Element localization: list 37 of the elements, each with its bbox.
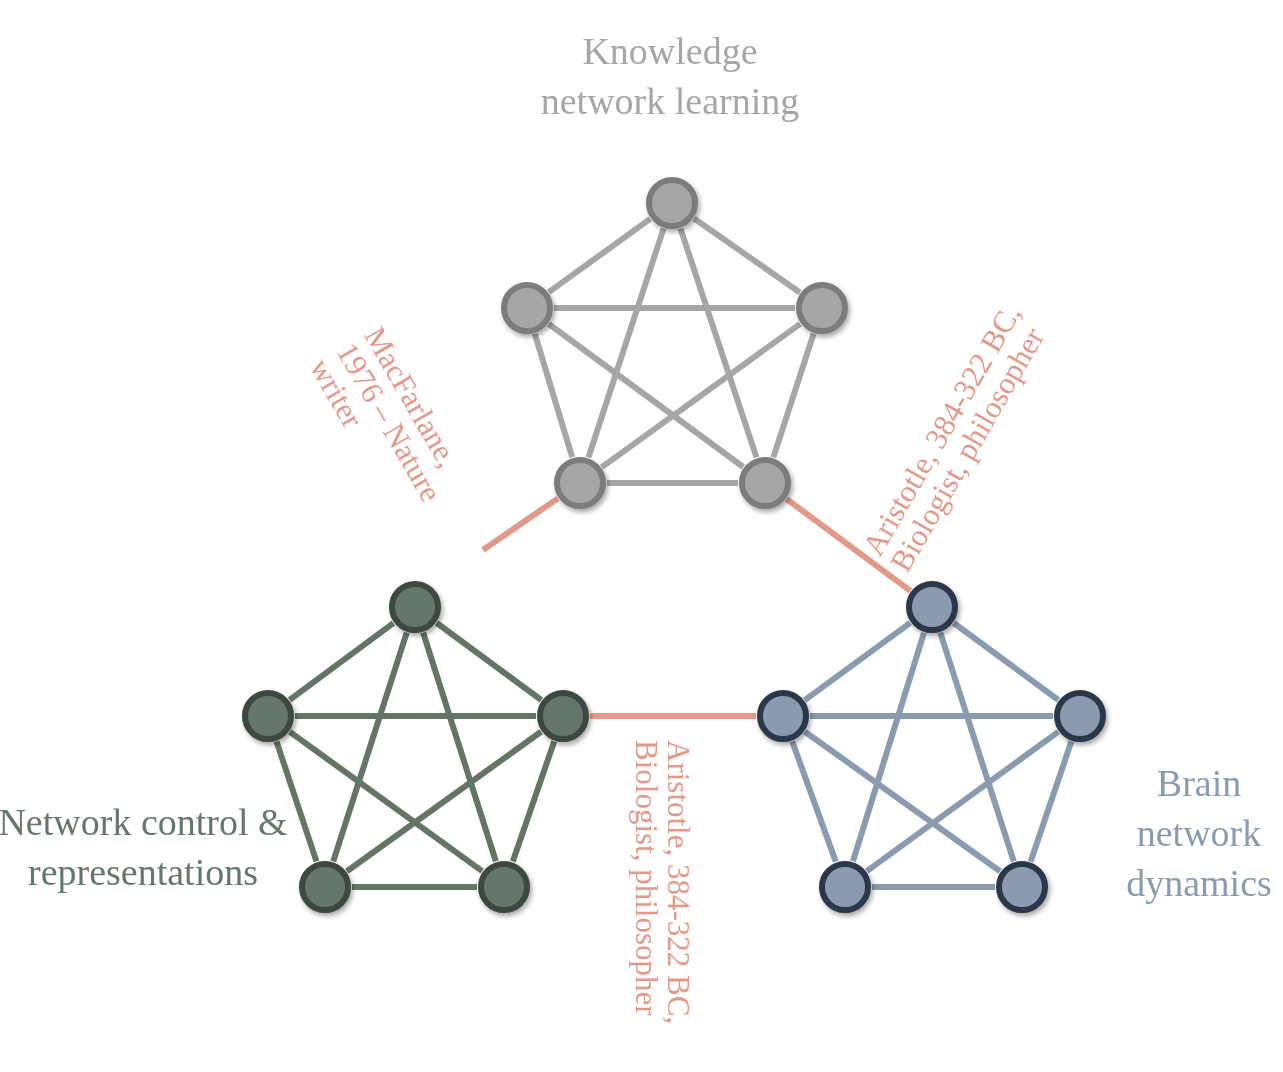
connector-line — [770, 332, 817, 459]
connector-line — [554, 305, 795, 311]
edge-label: Aristotle, 384-322 BC, Biologist, philosopher — [630, 740, 694, 1027]
connector-line — [677, 227, 760, 459]
network-title: Knowledge network learning — [540, 28, 800, 124]
connector-line — [585, 227, 667, 459]
connector-line — [789, 740, 839, 863]
connector-line — [287, 620, 396, 703]
connector-line — [481, 495, 560, 553]
connector-line — [273, 740, 320, 863]
connector-line — [1027, 740, 1075, 863]
connector-line — [803, 729, 1002, 874]
network-title: Network control & representations — [0, 799, 288, 895]
connector-line — [607, 480, 738, 486]
connector-line — [546, 321, 746, 470]
connector-line — [434, 620, 544, 703]
connector-line — [509, 740, 558, 863]
connector-line — [937, 631, 1017, 863]
connector-line — [420, 631, 499, 863]
connector-line — [288, 729, 484, 874]
connector-line — [352, 884, 477, 890]
connector-line — [692, 216, 802, 295]
connector-line — [803, 620, 912, 703]
connector-line — [784, 496, 913, 594]
connector-line — [850, 631, 927, 863]
connector-line — [810, 713, 1053, 719]
connector-line — [951, 620, 1061, 703]
connector-line — [330, 631, 410, 863]
connector-line — [295, 713, 536, 719]
connector-line — [531, 332, 576, 459]
connector-line — [590, 713, 756, 719]
connector-line — [865, 729, 1060, 874]
connector-line — [345, 729, 543, 874]
connector-line — [872, 884, 995, 890]
connector-line — [547, 216, 652, 295]
network-title: Brain network dynamics — [1125, 760, 1273, 907]
connector-line — [600, 321, 802, 470]
